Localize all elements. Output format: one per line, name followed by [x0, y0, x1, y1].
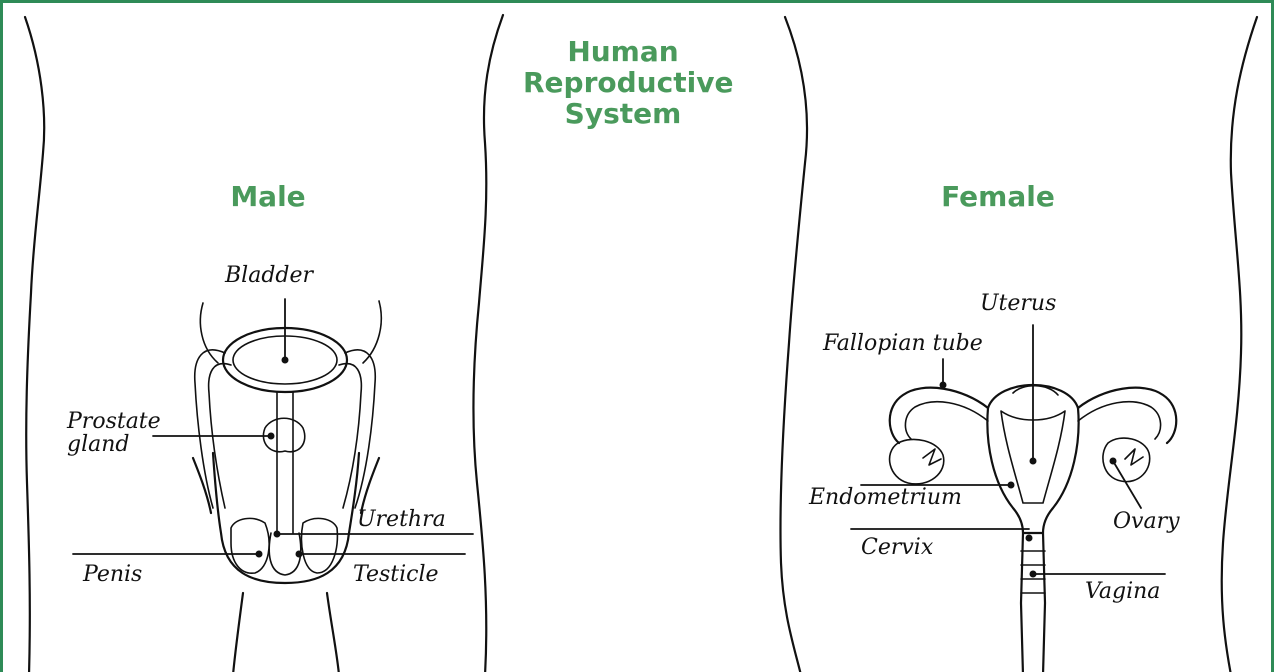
- penis-label: Penis: [83, 564, 142, 586]
- testicle-label: Testicle: [353, 564, 439, 586]
- male-heading: Male: [203, 180, 333, 213]
- uterus-label: Uterus: [980, 293, 1056, 315]
- vagina-label: Vagina: [1085, 581, 1160, 603]
- female-heading: Female: [923, 180, 1073, 213]
- male-body-right-outline: [473, 15, 503, 672]
- female-body-right-outline: [1222, 17, 1257, 672]
- diagram-title: Human Reproductive System: [523, 37, 723, 129]
- prostate-gland-label: Prostate gland: [67, 410, 187, 456]
- fallopian-tube-label: Fallopian tube: [823, 333, 983, 355]
- bladder-label: Bladder: [225, 265, 313, 287]
- endometrium-label: Endometrium: [809, 487, 962, 509]
- cervix-label: Cervix: [861, 537, 933, 559]
- male-body-left-outline: [25, 17, 44, 672]
- ovary-label: Ovary: [1113, 511, 1180, 533]
- male-organs: [193, 301, 381, 672]
- urethra-label: Urethra: [357, 509, 446, 531]
- female-body-left-outline: [780, 17, 806, 672]
